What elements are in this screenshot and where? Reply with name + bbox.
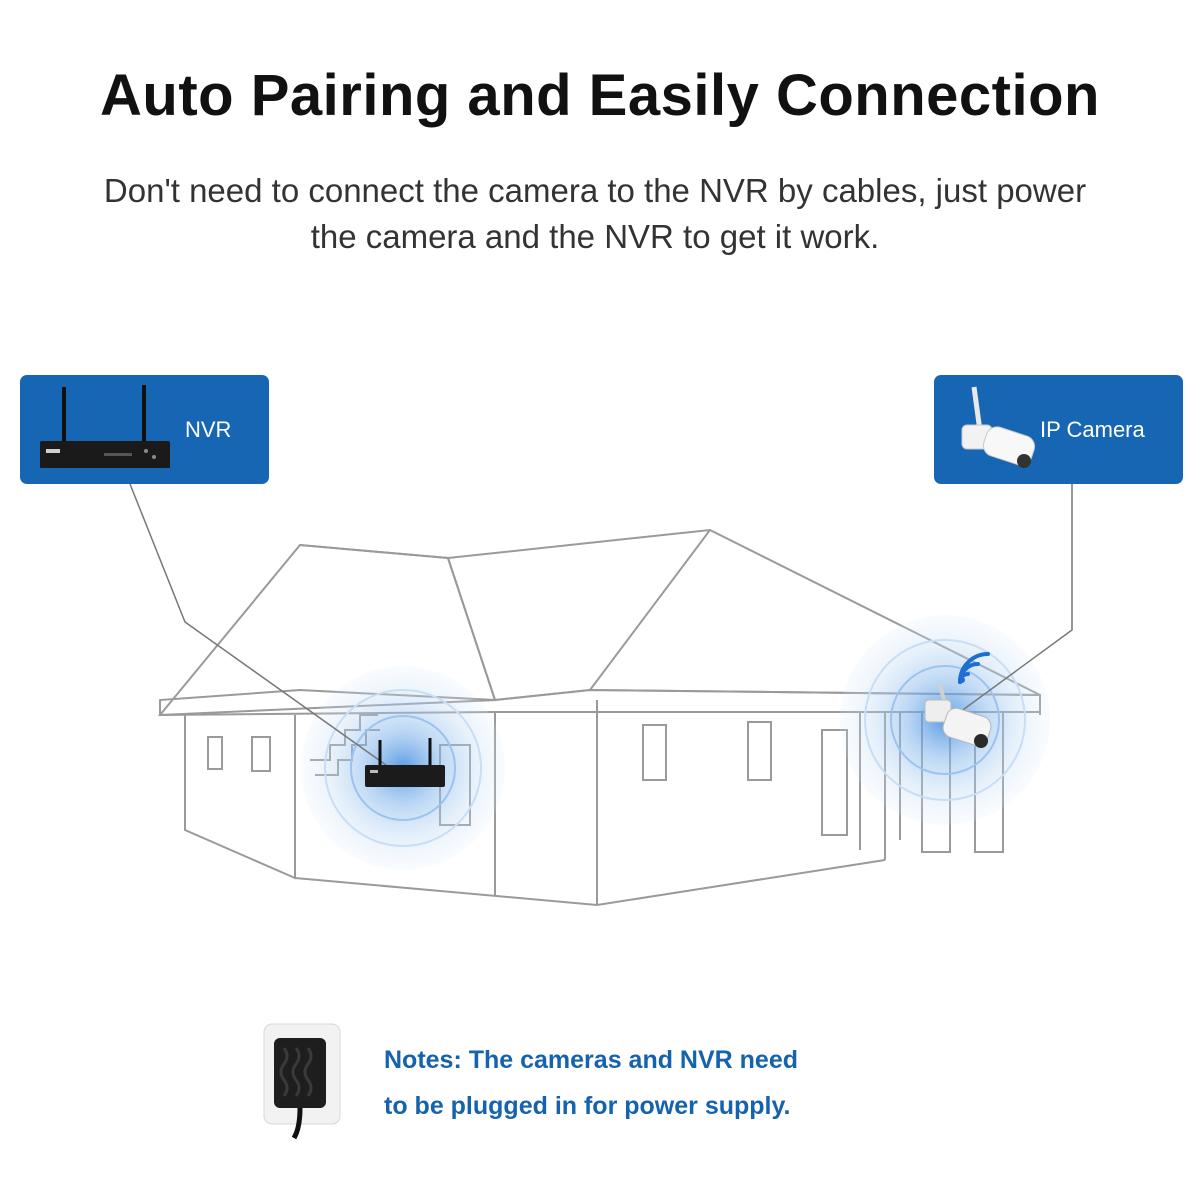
callout-lines (129, 483, 1073, 776)
page-subtitle: Don't need to connect the camera to the … (103, 172, 1087, 255)
power-note-line-2: to be plugged in for power supply. (384, 1092, 791, 1120)
nvr-recorder-icon (40, 385, 170, 468)
bullet-camera-icon (961, 386, 1036, 468)
nvr-device (365, 738, 445, 787)
page-title: Auto Pairing and Easily Connection (100, 63, 1100, 128)
power-note: Notes: The cameras and NVR need to be pl… (384, 1037, 944, 1129)
nvr-label: NVR (185, 417, 232, 442)
camera-label-card: IP Camera (934, 375, 1183, 484)
nvr-label-card: NVR (20, 375, 269, 484)
power-adapter-icon (263, 1023, 341, 1140)
wifi-icon (958, 652, 990, 684)
power-note-line-1: Notes: The cameras and NVR need (384, 1046, 799, 1074)
camera-label: IP Camera (1040, 417, 1145, 442)
camera-device (924, 684, 992, 748)
